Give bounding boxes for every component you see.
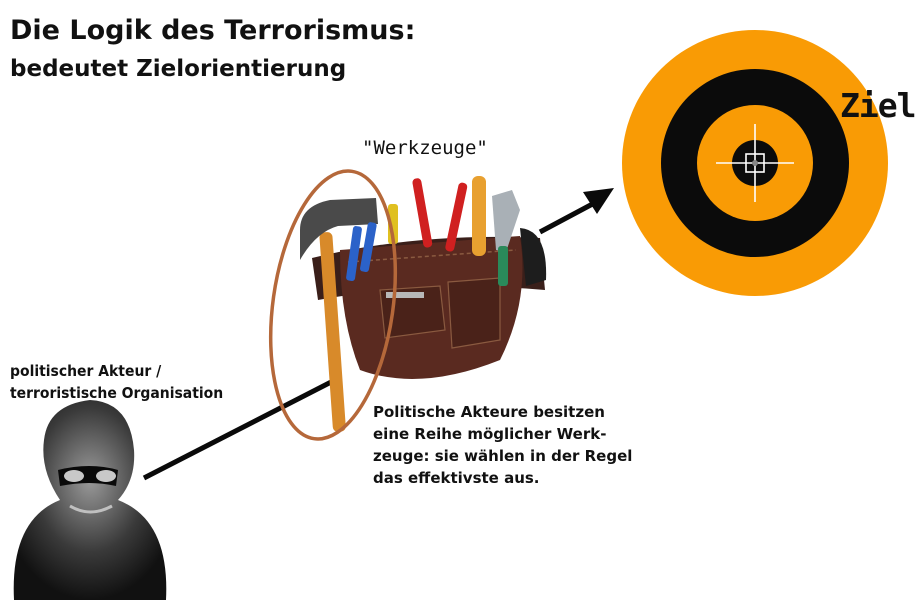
description-line: Politische Akteure besitzen [373, 403, 605, 421]
arrow-head [583, 188, 614, 214]
actor-label-line-1: politischer Akteur / [10, 362, 162, 380]
goal-label: Ziel [840, 86, 916, 125]
actor-label-line-2: terroristische Organisation [10, 384, 224, 402]
description-text: Politische Akteure besitzen eine Reihe m… [373, 401, 632, 489]
tool-belt-image [300, 176, 547, 432]
description-line: das effektivste aus. [373, 469, 540, 487]
main-arrow [142, 188, 614, 481]
description-line: eine Reihe möglicher Werk- [373, 425, 607, 443]
description-line: zeuge: sie wählen in der Regel [373, 447, 633, 465]
hammer-highlight-ellipse [268, 169, 398, 441]
page-subtitle: bedeutet Zielorientierung [10, 56, 347, 82]
masked-person-image [13, 400, 167, 600]
page-title: Die Logik des Terrorismus: [10, 15, 416, 46]
target-icon [622, 30, 888, 296]
tools-label: "Werkzeuge" [362, 137, 488, 159]
